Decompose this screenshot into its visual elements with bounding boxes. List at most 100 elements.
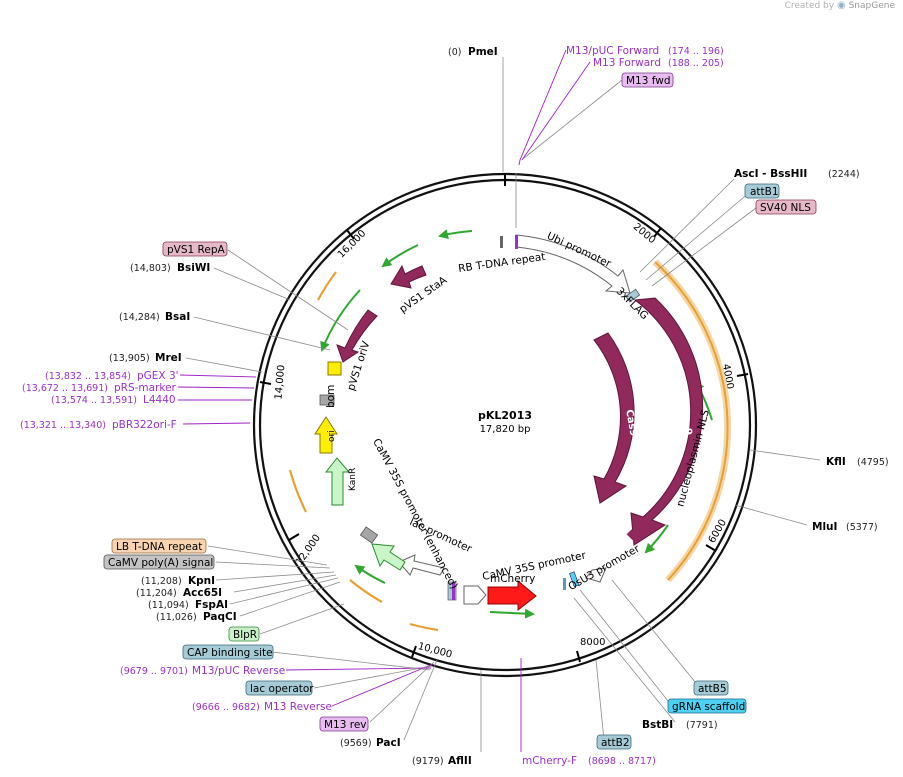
primer-site-top bbox=[515, 235, 518, 249]
primer-coord-m13-reverse: (9666 .. 9682) bbox=[192, 702, 260, 713]
lead-m13puc-reverse bbox=[285, 667, 432, 671]
box-m13-rev[interactable] bbox=[319, 716, 369, 732]
tick-12000 bbox=[288, 533, 300, 541]
enzyme-pmei[interactable]: PmeI bbox=[468, 46, 498, 58]
m13-rev-site bbox=[452, 582, 455, 600]
primer-l4440[interactable]: L4440 bbox=[143, 394, 176, 406]
lead-mlui bbox=[734, 504, 808, 526]
lead-pbr322ori bbox=[182, 422, 251, 425]
lead-m13rev bbox=[369, 661, 435, 723]
tick-6000 bbox=[705, 544, 717, 552]
primer-m13puc-reverse[interactable]: M13/pUC Reverse bbox=[192, 665, 285, 677]
pvs1-repa-arrow bbox=[336, 309, 378, 363]
ori-arrow bbox=[314, 416, 338, 454]
coord-aflii: (9179) bbox=[412, 756, 444, 767]
cas9-inner-label: Cas9 bbox=[623, 409, 639, 438]
lead-camvpolya bbox=[215, 561, 331, 569]
lead-kpni bbox=[215, 571, 335, 581]
lead-lbtdna bbox=[207, 545, 328, 566]
box-grna-scaffold[interactable] bbox=[667, 698, 747, 714]
tick-marks bbox=[259, 173, 749, 663]
plasmid-name: pKL2013 bbox=[478, 409, 532, 422]
lead-asci bbox=[639, 178, 735, 273]
enzyme-bsiwi[interactable]: BsiWI bbox=[177, 262, 210, 274]
enzyme-paci[interactable]: PacI bbox=[376, 737, 401, 749]
enzyme-mrei[interactable]: MreI bbox=[155, 352, 182, 364]
orange-arc-3 bbox=[349, 579, 383, 603]
orange-arc-2 bbox=[288, 469, 307, 513]
coord-mlui: (5377) bbox=[846, 522, 878, 533]
green-arrow-7 bbox=[354, 564, 386, 584]
tick-label-14000: 14,000 bbox=[273, 364, 287, 400]
primer-coord-l4440: (13,574 .. 13,591) bbox=[51, 395, 137, 406]
orange-feature-arc bbox=[654, 261, 729, 581]
tick-label-2000: 2000 bbox=[631, 221, 658, 246]
label-camv-polya: CaMV poly(A) signal bbox=[108, 557, 213, 569]
primer-m13puc-forward[interactable]: M13/pUC Forward bbox=[566, 45, 659, 57]
coord-acc65i: (11,204) bbox=[136, 588, 177, 599]
tick-4000 bbox=[736, 373, 749, 377]
primer-coord-pbr322ori: (13,321 .. 13,340) bbox=[20, 420, 106, 431]
enzyme-kfli[interactable]: KflI bbox=[826, 456, 846, 468]
box-blpr[interactable] bbox=[228, 626, 260, 642]
label-sv40-nls: SV40 NLS bbox=[760, 202, 811, 214]
blpr-arrow bbox=[371, 543, 406, 571]
osu3-promoter-arrow bbox=[585, 567, 607, 583]
primer-coord-m13puc-reverse: (9679 .. 9701) bbox=[120, 666, 188, 677]
box-sv40-nls[interactable] bbox=[755, 199, 817, 215]
coord-bstbi: (7791) bbox=[686, 720, 718, 731]
pvs1-staa-arrow bbox=[390, 264, 427, 289]
enzyme-fspai[interactable]: FspAI bbox=[195, 599, 228, 611]
credit-prefix: Created by bbox=[784, 1, 835, 11]
lead-m13puc-fwd bbox=[518, 49, 567, 166]
primer-pgex3[interactable]: pGEX 3' bbox=[137, 370, 179, 382]
coord-asci: (2244) bbox=[828, 169, 860, 180]
lead-fspai bbox=[229, 577, 339, 605]
nucleoplasmin-nls-box bbox=[626, 529, 639, 542]
coord-bsiwi: (14,803) bbox=[130, 263, 171, 274]
enzyme-kpni[interactable]: KpnI bbox=[188, 575, 215, 587]
primer-coord-pgex3: (13,832 .. 13,854) bbox=[45, 371, 131, 382]
coord-fspai: (11,094) bbox=[148, 600, 189, 611]
enzyme-aflii[interactable]: AflII bbox=[448, 755, 472, 767]
box-m13-fwd[interactable] bbox=[621, 72, 674, 88]
lead-mrei bbox=[185, 357, 263, 373]
tick-8000 bbox=[576, 650, 581, 663]
primer-mcherry-f[interactable]: mCherry-F bbox=[522, 755, 577, 767]
rb-tdna-mark bbox=[500, 236, 503, 248]
enzyme-mlui[interactable]: MluI bbox=[812, 521, 837, 533]
coord-bsai: (14,284) bbox=[119, 312, 160, 323]
primer-pbr322ori-f[interactable]: pBR322ori-F bbox=[112, 419, 177, 431]
coord-mrei: (13,905) bbox=[109, 353, 150, 364]
mcherry-arrow bbox=[487, 579, 537, 612]
box-pvs1-repa[interactable] bbox=[162, 241, 228, 257]
enzyme-paqci[interactable]: PaqCI bbox=[203, 611, 237, 623]
enzyme-acc65i[interactable]: Acc65I bbox=[183, 587, 222, 599]
enzyme-bstbi[interactable]: BstBI bbox=[642, 719, 673, 731]
coord-paqci: (11,026) bbox=[156, 612, 197, 623]
3xflag-box bbox=[625, 288, 641, 303]
primer-m13-forward[interactable]: M13 Forward bbox=[593, 57, 661, 69]
lead-m13-reverse bbox=[331, 663, 434, 707]
enzyme-bsai[interactable]: BsaI bbox=[165, 311, 190, 323]
orange-arc-1 bbox=[317, 271, 337, 301]
ubi-promoter-arrow bbox=[515, 234, 631, 294]
box-lac-operator[interactable] bbox=[245, 680, 313, 696]
box-attb1[interactable] bbox=[744, 183, 780, 199]
primer-coord-m13-forward: (188 .. 205) bbox=[668, 58, 724, 69]
primer-prs-marker[interactable]: pRS-marker bbox=[114, 382, 177, 394]
box-camv-polya[interactable] bbox=[103, 554, 215, 570]
label-mcherry: mCherry bbox=[490, 573, 535, 585]
label-rb-tdna-repeat: RB T-DNA repeat bbox=[458, 251, 547, 275]
enzyme-asci[interactable]: AscI - BssHII bbox=[734, 168, 807, 180]
snapgene-credit: Created by ◉ SnapGene bbox=[785, 0, 895, 11]
box-cap-binding-site[interactable] bbox=[182, 644, 274, 660]
lead-bsiwi bbox=[213, 267, 291, 301]
camv-polya-box bbox=[359, 526, 379, 544]
box-attb5[interactable] bbox=[693, 680, 729, 696]
box-lb-tdna-repeat[interactable] bbox=[111, 538, 207, 554]
box-attb2[interactable] bbox=[596, 734, 632, 750]
label-m13-rev: M13 rev bbox=[324, 719, 367, 731]
label-pvs1-repa: pVS1 RepA bbox=[167, 244, 225, 256]
primer-m13-reverse[interactable]: M13 Reverse bbox=[264, 701, 332, 713]
